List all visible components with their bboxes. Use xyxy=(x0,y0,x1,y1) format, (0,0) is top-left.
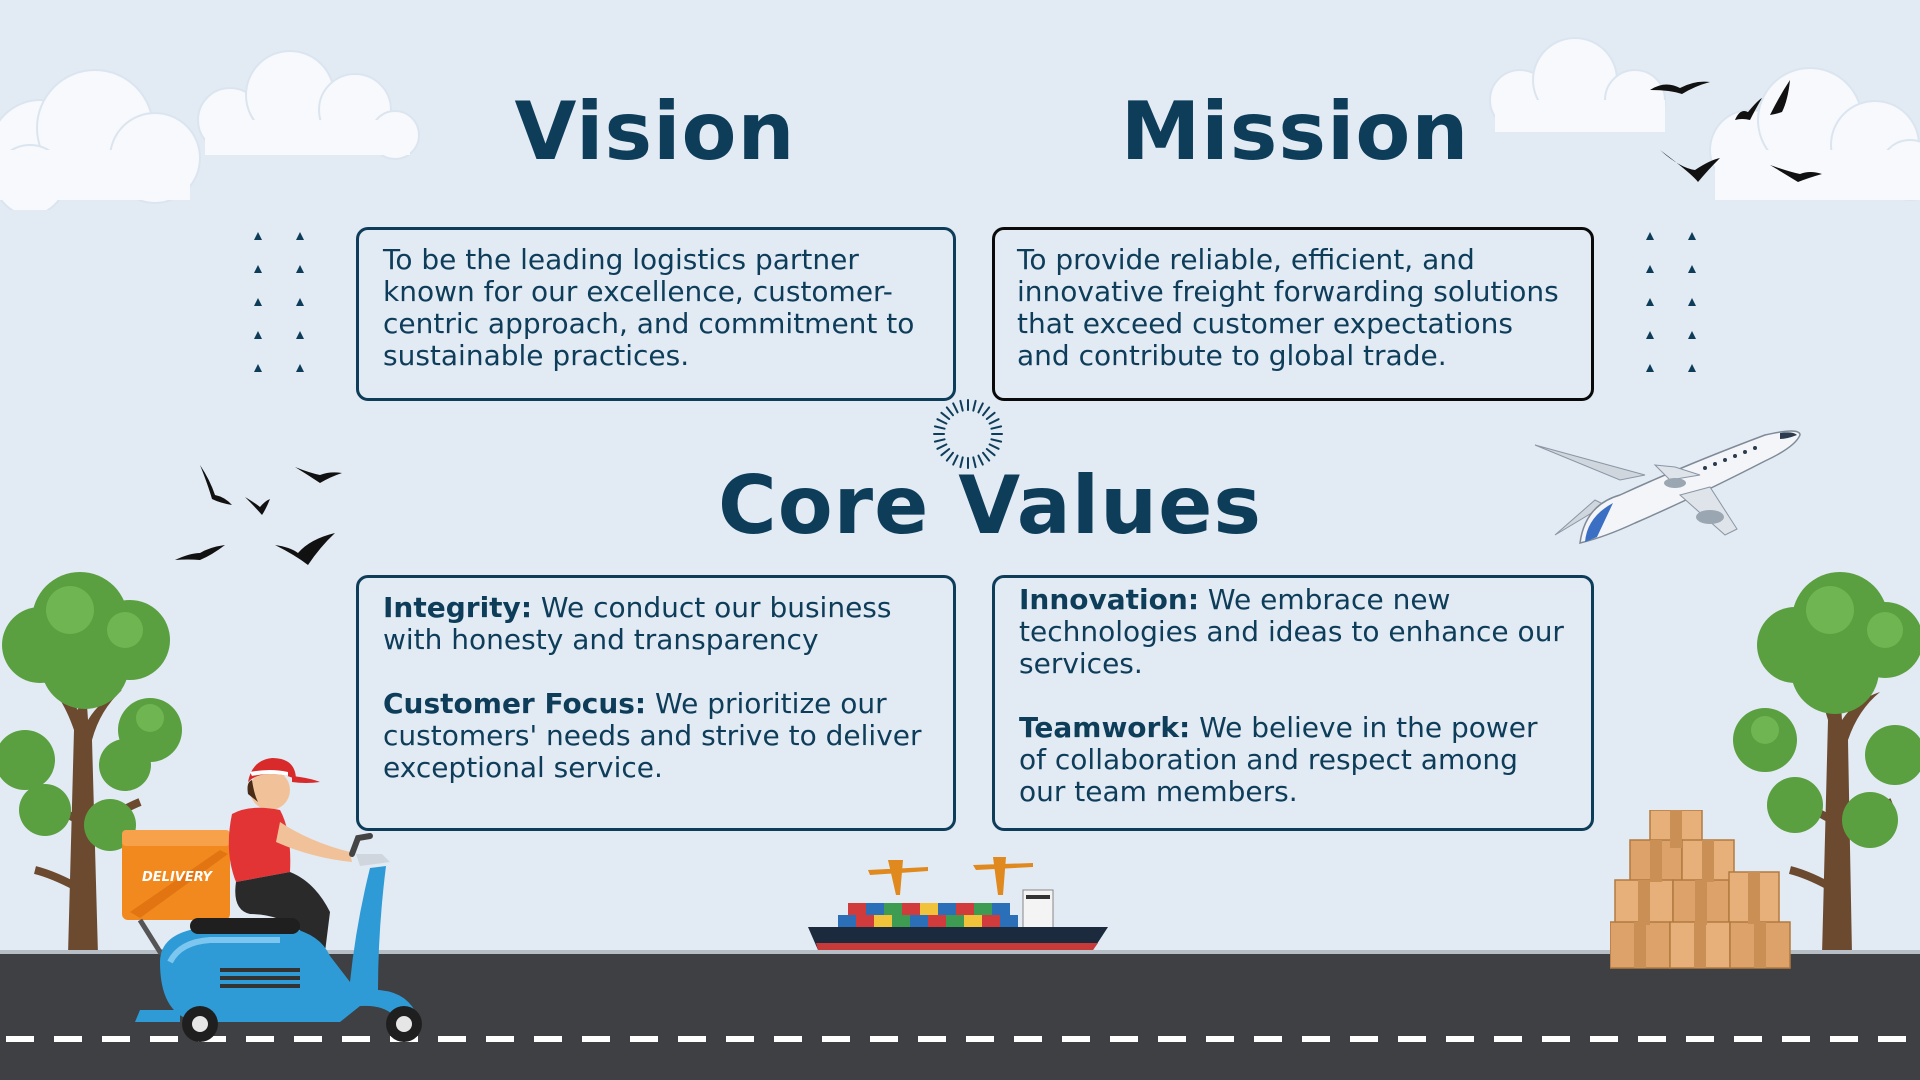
road-dash xyxy=(630,1036,658,1042)
value-description: We conduct our business with honesty and… xyxy=(383,591,892,656)
sunburst-ray xyxy=(952,402,959,414)
road-dash xyxy=(1254,1036,1282,1042)
value-name: Customer Focus: xyxy=(383,687,647,720)
road-dash xyxy=(1542,1036,1570,1042)
airplane-icon xyxy=(1534,430,1801,544)
value-item-integrity: Integrity: We conduct our business with … xyxy=(383,592,929,656)
road-dash xyxy=(438,1036,466,1042)
value-item-teamwork: Teamwork: We believe in the power of col… xyxy=(1019,712,1567,808)
road-dash xyxy=(822,1036,850,1042)
cargo-ship-icon xyxy=(808,857,1108,950)
value-item-customer-focus: Customer Focus: We prioritize our custom… xyxy=(383,688,929,784)
value-name: Integrity: xyxy=(383,591,533,624)
sunburst-ray xyxy=(959,399,964,412)
mission-text: To provide reliable, efficient, and inno… xyxy=(1017,243,1559,372)
road-dash xyxy=(534,1036,562,1042)
tree-icon xyxy=(1733,572,1920,955)
road-dash xyxy=(1590,1036,1618,1042)
tree-icon xyxy=(0,572,182,955)
road-dash xyxy=(1782,1036,1810,1042)
cloud-icon xyxy=(0,50,420,210)
road-dash xyxy=(1110,1036,1138,1042)
sunburst-ray xyxy=(982,406,991,417)
road-dash xyxy=(726,1036,754,1042)
sunburst-ray xyxy=(936,418,948,425)
sunburst-ray xyxy=(988,443,1000,450)
road-dash xyxy=(150,1036,178,1042)
road-dash xyxy=(678,1036,706,1042)
cardboard-boxes-icon xyxy=(1610,810,1791,969)
sunburst-ray xyxy=(985,411,996,420)
sunburst-ray xyxy=(936,443,948,450)
sunburst-ray xyxy=(933,425,946,430)
road-dash xyxy=(342,1036,370,1042)
value-description: We embrace new technologies and ideas to… xyxy=(1019,583,1564,680)
vision-text: To be the leading logistics partner know… xyxy=(383,243,915,372)
sunburst-ray xyxy=(985,448,996,457)
bird-icon xyxy=(175,465,342,565)
road-dash xyxy=(54,1036,82,1042)
road-dash xyxy=(966,1036,994,1042)
road-dash xyxy=(1446,1036,1474,1042)
value-name: Teamwork: xyxy=(1019,711,1191,744)
road-dash xyxy=(1734,1036,1762,1042)
triangle-dots-icon xyxy=(1646,232,1696,372)
delivery-box-label: DELIVERY xyxy=(142,870,214,885)
value-description: We believe in the power of collaboration… xyxy=(1019,711,1538,808)
road-dash xyxy=(1302,1036,1330,1042)
mission-heading: Mission xyxy=(1120,85,1470,178)
core-values-heading: Core Values xyxy=(717,459,1262,552)
road-dash xyxy=(486,1036,514,1042)
road-dash xyxy=(390,1036,418,1042)
road-dash xyxy=(294,1036,322,1042)
sunburst-ray xyxy=(940,448,951,457)
sunburst-ray xyxy=(990,425,1003,430)
sunburst-ray xyxy=(972,399,977,412)
sunburst-ray xyxy=(977,402,984,414)
value-description: We prioritize our customers' needs and s… xyxy=(383,687,922,784)
road xyxy=(0,950,1920,1080)
vision-card: To be the leading logistics partner know… xyxy=(356,227,956,401)
road-dash xyxy=(246,1036,274,1042)
sunburst-ray xyxy=(988,418,1000,425)
bird-icon xyxy=(1650,80,1822,182)
value-name: Innovation: xyxy=(1019,583,1200,616)
road-dash xyxy=(1878,1036,1906,1042)
sunburst-ray xyxy=(933,438,946,443)
road-dash xyxy=(1638,1036,1666,1042)
sunburst-ray xyxy=(940,411,951,420)
value-item-innovation: Innovation: We embrace new technologies … xyxy=(1019,584,1567,680)
road-dash xyxy=(1014,1036,1042,1042)
road-dash xyxy=(1206,1036,1234,1042)
road-dash xyxy=(1350,1036,1378,1042)
road-dash xyxy=(870,1036,898,1042)
vision-heading: Vision xyxy=(514,85,796,178)
road-dash xyxy=(198,1036,226,1042)
mission-card: To provide reliable, efficient, and inno… xyxy=(992,227,1594,401)
road-dash xyxy=(102,1036,130,1042)
road-dash xyxy=(1062,1036,1090,1042)
cloud-icon xyxy=(1489,37,1920,201)
road-dash xyxy=(582,1036,610,1042)
road-dash xyxy=(774,1036,802,1042)
road-dash xyxy=(1830,1036,1858,1042)
road-dash xyxy=(918,1036,946,1042)
road-dash xyxy=(1686,1036,1714,1042)
core-values-card-right: Innovation: We embrace new technologies … xyxy=(992,575,1594,831)
triangle-dots-icon xyxy=(254,232,304,372)
road-dash xyxy=(6,1036,34,1042)
sunburst-ray xyxy=(945,406,954,417)
road-dash xyxy=(1158,1036,1186,1042)
road-dash xyxy=(1398,1036,1426,1042)
road-dash xyxy=(1494,1036,1522,1042)
sunburst-ray xyxy=(990,438,1003,443)
core-values-card-left: Integrity: We conduct our business with … xyxy=(356,575,956,831)
